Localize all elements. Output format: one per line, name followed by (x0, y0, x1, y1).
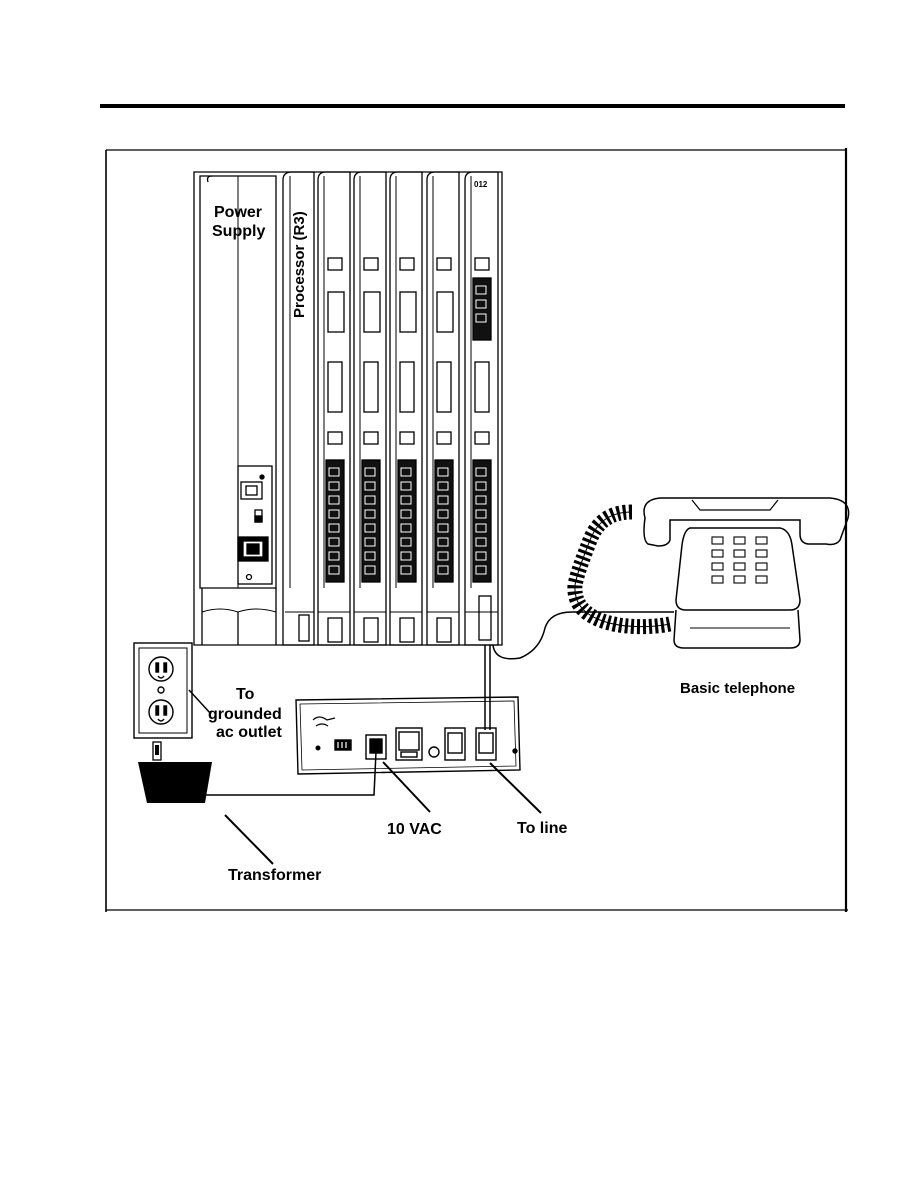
processor-label: Processor (R3) (291, 211, 308, 318)
wall-outlet (133, 642, 193, 739)
telephone-label: Basic telephone (680, 680, 795, 697)
module-4 (426, 171, 460, 646)
control-unit (193, 171, 503, 646)
to-line-leader (489, 762, 542, 814)
outlet-leader (188, 689, 212, 715)
outlet-label-2: grounded (208, 706, 282, 723)
processor-module (282, 171, 315, 646)
coiled-cord (567, 504, 672, 635)
wiring (205, 611, 674, 796)
transformer (138, 741, 212, 803)
outlet-label-3: ac outlet (216, 724, 282, 741)
basic-telephone (567, 497, 850, 649)
to-line-label: To line (517, 820, 567, 837)
header-rule (100, 104, 845, 108)
power-supply-module (199, 175, 277, 645)
transformer-leader (224, 814, 274, 865)
module-2 (353, 171, 387, 646)
power-supply-label-2: Supply (212, 223, 265, 240)
module-code-label: 012 (474, 180, 488, 189)
keypad (711, 536, 768, 584)
power-supply-label-1: Power (214, 204, 262, 221)
vac-label: 10 VAC (387, 821, 442, 838)
diagram-frame (105, 148, 848, 912)
outlet-label-1: To (236, 686, 255, 703)
vac-leader (382, 761, 431, 813)
module-1 (317, 171, 351, 646)
module-3 (389, 171, 423, 646)
adapter-box (295, 696, 521, 775)
module-012 (464, 171, 499, 646)
transformer-label: Transformer (228, 867, 321, 884)
